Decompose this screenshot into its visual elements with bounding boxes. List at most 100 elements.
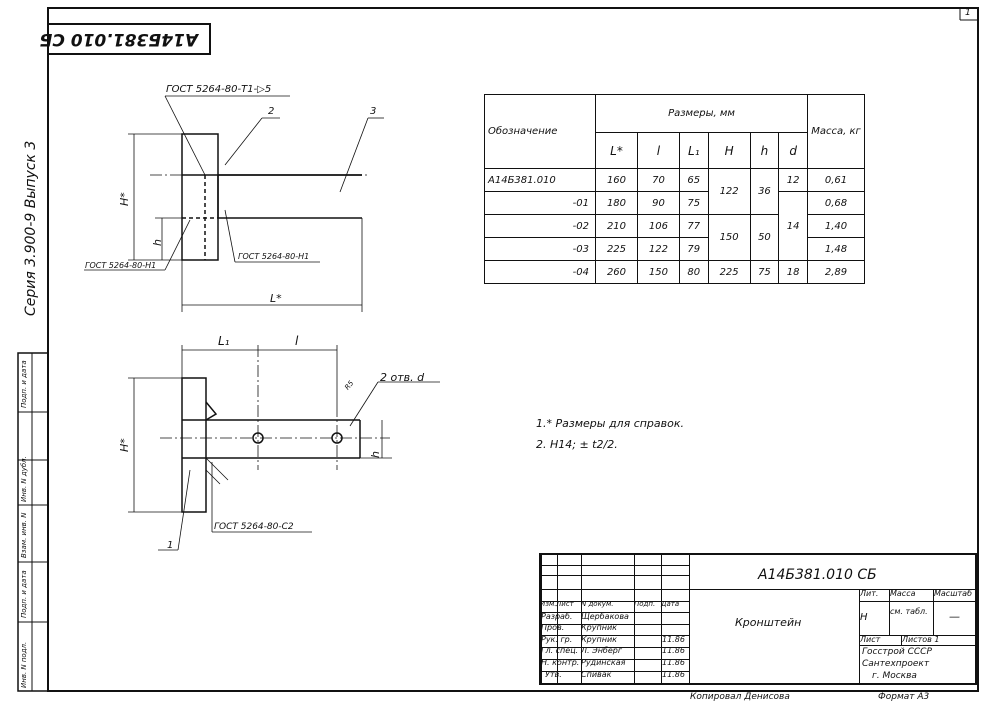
cell-L: 160 [595,168,638,192]
cell-l: 90 [636,191,680,215]
stamp-hdr-izm: Изм. [540,600,557,608]
stamp-person: Щербакова [581,612,629,621]
cell-H: 150 [707,214,751,261]
stamp-role: Гл. спец. [541,646,579,655]
table-row: -04 260 150 80 225 75 18 2,89 [484,260,865,284]
row-designation: -04 [484,260,596,284]
note-1: 1.* Размеры для справок. [536,417,685,430]
col-H: H [707,132,751,169]
position-1: 1 [167,540,174,551]
stamp-name: Кронштейн [735,616,802,629]
cell-L: 180 [595,191,638,215]
position-3: 3 [370,106,377,117]
stamp-date: 11.86 [662,670,685,679]
sidebar-label-vzam: Взам. инв. N [20,512,28,558]
cell-l: 122 [636,237,680,261]
header-mass: Масса, кг [807,94,865,169]
row-designation: -03 [484,237,596,261]
dim-H-top: H* [118,192,131,206]
row-designation: -01 [484,191,596,215]
col-l: l [636,132,680,169]
cell-h: 75 [749,260,780,284]
dim-H-side: H* [118,438,131,452]
sidebar-label-dubl: Инв. N дубл. [20,456,28,502]
stamp-role: Рук. гр. [541,635,573,644]
sheet-format: Формат А3 [878,692,930,702]
cell-l: 106 [636,214,680,238]
dim-L: L* [270,292,282,305]
stamp-hdr-list: Лист [556,600,574,608]
col-L: L* [595,132,638,169]
cell-mass: 2,89 [807,260,865,284]
stamp-scale-label: Масштаб [934,589,973,598]
cell-L: 210 [595,214,638,238]
stamp-role: Пров. [541,623,565,632]
row-designation: А14Б381.010 [484,168,596,192]
stamp-sheets-label: Листов 1 [902,635,940,644]
cell-d: 12 [778,168,808,192]
stamp-person: Спивак [581,670,612,679]
weld-h1-right: ГОСТ 5264-80-Н1 [238,252,310,261]
cell-L1: 65 [678,168,709,192]
dim-l: l [295,334,299,348]
stamp-mass-value: см. табл. [890,607,928,616]
cell-H: 225 [707,260,751,284]
cell-l: 70 [636,168,680,192]
weld-top-label: ГОСТ 5264-80-Т1-▷5 [166,84,272,95]
stamp-date: 11.86 [662,635,685,644]
cell-L1: 80 [678,260,709,284]
weld-h1-left: ГОСТ 5264-80-Н1 [85,261,157,270]
stamp-scale-value: — [949,610,960,623]
dim-h-side: h [369,451,382,458]
sidebar-label-inv-podl: Инв. N подл. [20,641,28,688]
cell-h: 50 [749,214,780,261]
page-number: 1 [965,8,971,18]
stamp-org-2: Сантехпроект [862,659,930,669]
stamp-person: Л. Энберг [581,646,623,655]
table-row: -01 180 90 75 14 0,68 [484,191,865,261]
sidebar-label-podp-2: Подп. и дата [20,360,28,408]
stamp-role: Утв. [545,670,562,679]
series-label: Серия 3.900-9 Выпуск 3 [23,140,39,316]
stamp-role: Разраб. [541,612,573,621]
note-2: 2. H14; ± t2/2. [536,438,618,451]
dim-L1: L₁ [218,334,230,348]
stamp-hdr-data: Дата [661,600,680,608]
stamp-code: А14Б381.010 СБ [758,567,877,583]
dimensions-table: Обозначение Размеры, мм Масса, кг L* l L… [484,94,865,284]
holes-label: 2 отв. d [380,371,425,384]
title-block [539,553,977,685]
cell-d: 14 [778,191,808,261]
header-dims: Размеры, мм [595,94,808,133]
cell-L1: 75 [678,191,709,215]
cell-d: 18 [778,260,808,284]
cell-L: 260 [595,260,638,284]
cell-H: 122 [707,168,751,215]
dim-h-top: h [151,239,164,246]
stamp-sheet-label: Лист [860,635,881,644]
cell-L1: 77 [678,214,709,238]
cell-mass: 0,68 [807,191,865,215]
stamp-lit-value: Н [860,612,868,623]
cell-l: 150 [636,260,680,284]
cell-mass: 1,40 [807,214,865,238]
position-2: 2 [268,106,275,117]
cell-L1: 79 [678,237,709,261]
col-h: h [749,132,780,169]
table-row: -02 210 106 77 150 50 1,40 [484,214,865,261]
sidebar-label-podp-1: Подп. и дата [20,570,28,618]
stamp-person: Крупник [581,635,617,644]
stamp-hdr-doc: N докум. [581,600,614,608]
stamp-date: 11.86 [662,658,685,667]
col-d: d [778,132,808,169]
table-row: А14Б381.010 160 70 65 122 36 12 0,61 [484,168,865,215]
stamp-hdr-podp: Подп. [634,600,656,608]
stamp-mass-label: Масса [890,589,916,598]
stamp-role: Н. контр. [541,658,580,667]
stamp-person: Рудинская [581,658,626,667]
stamp-lit-label: Лит. [860,589,879,598]
rotated-code: А14Б381.010 СБ [39,29,198,49]
cell-h: 36 [749,168,780,215]
stamp-date: 11.86 [662,646,685,655]
